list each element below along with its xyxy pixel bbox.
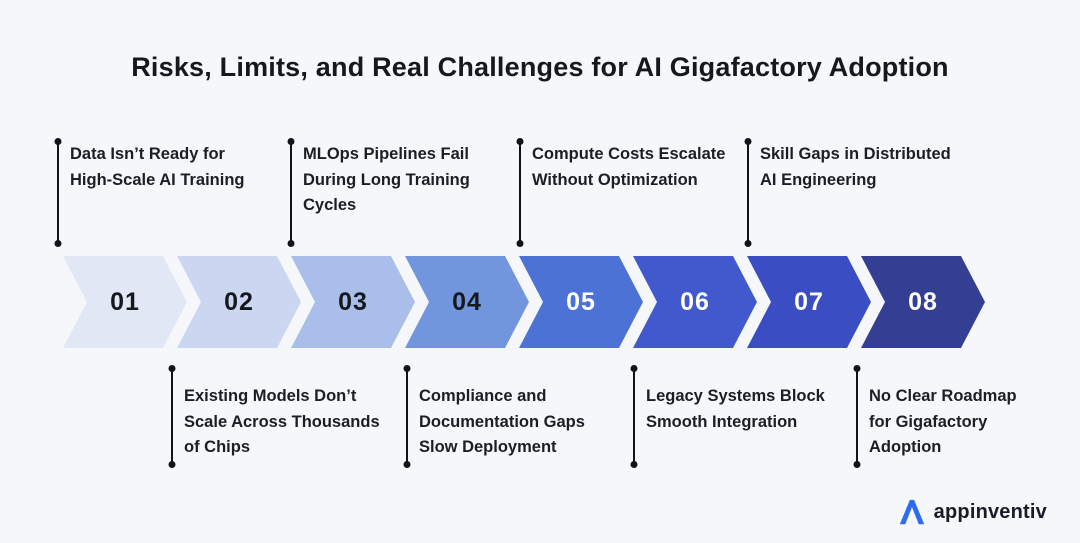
step-number: 02 xyxy=(224,287,254,316)
appinventiv-logo-text: appinventiv xyxy=(933,500,1047,523)
step-number: 04 xyxy=(452,287,482,316)
appinventiv-logo-mark-icon xyxy=(899,499,924,525)
step-number: 06 xyxy=(680,287,710,316)
step-number: 03 xyxy=(338,287,368,316)
chevron-row: 01 02 03 04 05 06 07 08 xyxy=(63,256,985,348)
step-number: 01 xyxy=(110,287,140,316)
connector-line-step-03 xyxy=(290,141,292,244)
step-number: 08 xyxy=(908,287,938,316)
step-number: 05 xyxy=(566,287,596,316)
connector-line-step-02 xyxy=(171,368,173,465)
appinventiv-logo: appinventiv xyxy=(897,497,1047,527)
step-label-01: Data Isn’t Ready for High-Scale AI Train… xyxy=(70,145,245,189)
chevron-step-05: 05 xyxy=(519,256,643,348)
connector-line-step-01 xyxy=(57,141,59,244)
connector-line-step-04 xyxy=(406,368,408,465)
step-label-04: Compliance and Documentation Gaps Slow D… xyxy=(419,387,585,456)
step-label-05: Compute Costs Escalate Without Optimizat… xyxy=(532,145,726,189)
step-label-02: Existing Models Don’t Scale Across Thous… xyxy=(184,387,380,456)
step-number: 07 xyxy=(794,287,824,316)
step-label-03: MLOps Pipelines Fail During Long Trainin… xyxy=(303,145,470,214)
step-label-06: Legacy Systems Block Smooth Integration xyxy=(646,387,825,431)
step-label-07: Skill Gaps in Distributed AI Engineering xyxy=(760,145,951,189)
chevron-step-06: 06 xyxy=(633,256,757,348)
chevron-step-08: 08 xyxy=(861,256,985,348)
chevron-step-02: 02 xyxy=(177,256,301,348)
connector-line-step-08 xyxy=(856,368,858,465)
chevron-step-04: 04 xyxy=(405,256,529,348)
connector-line-step-07 xyxy=(747,141,749,244)
page-title: Risks, Limits, and Real Challenges for A… xyxy=(131,52,949,82)
step-label-08: No Clear Roadmap for Gigafactory Adoptio… xyxy=(869,387,1017,456)
connector-line-step-06 xyxy=(633,368,635,465)
chevron-step-01: 01 xyxy=(63,256,187,348)
chevron-step-07: 07 xyxy=(747,256,871,348)
chevron-step-03: 03 xyxy=(291,256,415,348)
connector-line-step-05 xyxy=(519,141,521,244)
